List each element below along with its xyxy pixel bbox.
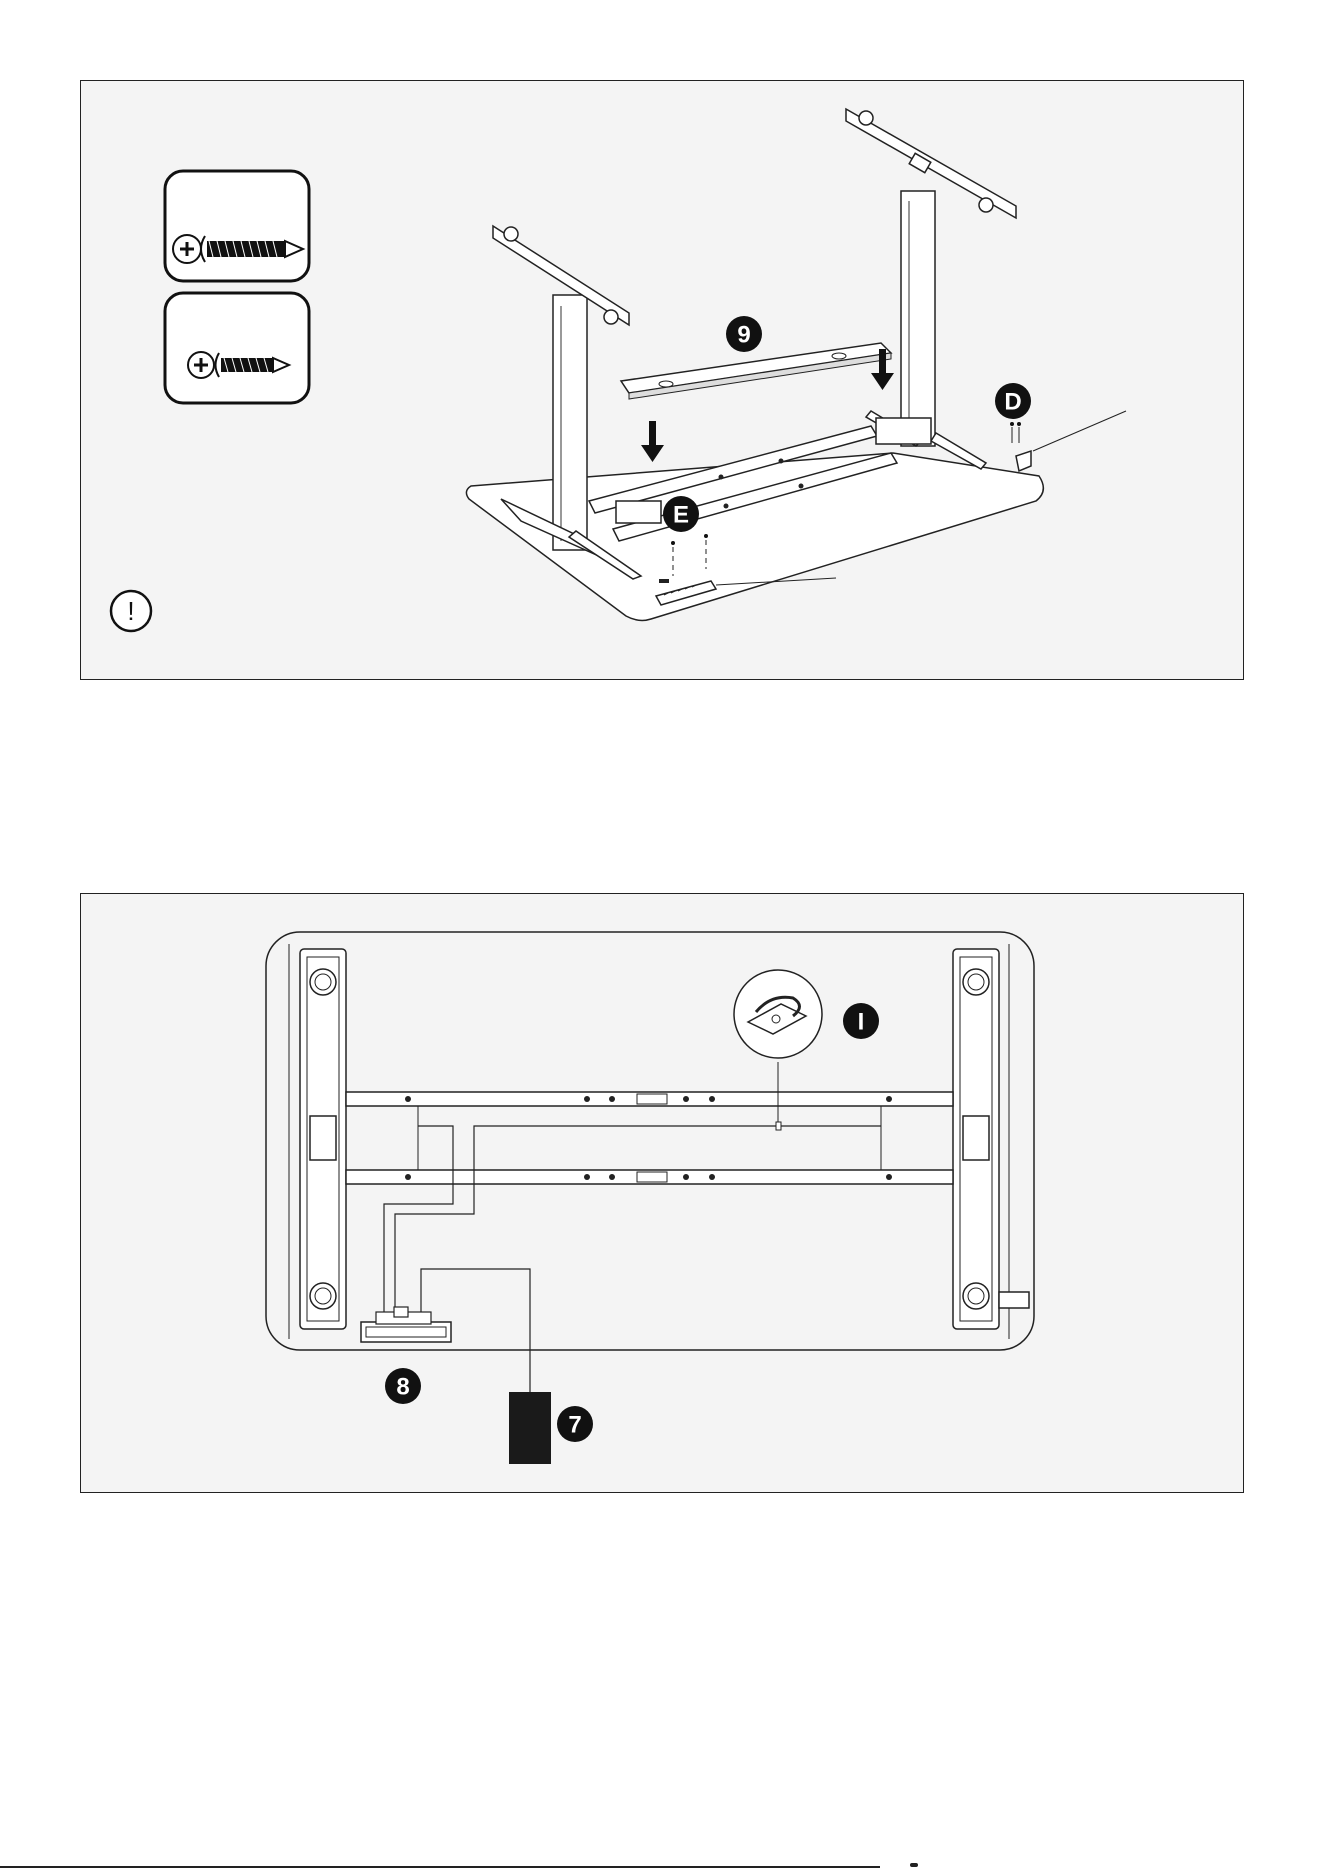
controller-bracket xyxy=(1010,411,1126,471)
short-screw-icon xyxy=(165,293,309,403)
part-label-D: D xyxy=(995,383,1031,419)
table-frame-assembly-diagram: ! xyxy=(81,81,1245,681)
svg-text:7: 7 xyxy=(568,1412,581,1439)
svg-text:!: ! xyxy=(127,596,134,626)
footer-mark xyxy=(910,1863,918,1867)
svg-text:8: 8 xyxy=(396,1374,409,1401)
footer-rule xyxy=(0,1866,880,1868)
part-label-7: 7 xyxy=(557,1406,593,1442)
right-leg xyxy=(846,109,1016,469)
part-label-8: 8 xyxy=(385,1368,421,1404)
cable-tray xyxy=(621,343,891,399)
part-label-9: 9 xyxy=(726,316,762,352)
down-arrow-left xyxy=(641,421,664,462)
power-adapter xyxy=(509,1392,551,1464)
svg-text:D: D xyxy=(1004,389,1021,416)
cable-clip xyxy=(776,1122,781,1130)
assembly-step-panel-bottom: 8 7 I xyxy=(80,893,1244,1493)
part-label-E: E xyxy=(663,496,699,532)
left-foot xyxy=(300,949,346,1329)
table-top-underside xyxy=(266,932,1034,1350)
underside-wiring-diagram: 8 7 I xyxy=(81,894,1245,1494)
svg-text:I: I xyxy=(858,1009,865,1036)
warning-icon: ! xyxy=(111,591,151,631)
long-screw-icon xyxy=(165,171,309,281)
assembly-step-panel-top: ! xyxy=(80,80,1244,680)
svg-text:9: 9 xyxy=(737,322,750,349)
svg-text:E: E xyxy=(673,502,689,529)
part-label-I: I xyxy=(843,1003,879,1039)
